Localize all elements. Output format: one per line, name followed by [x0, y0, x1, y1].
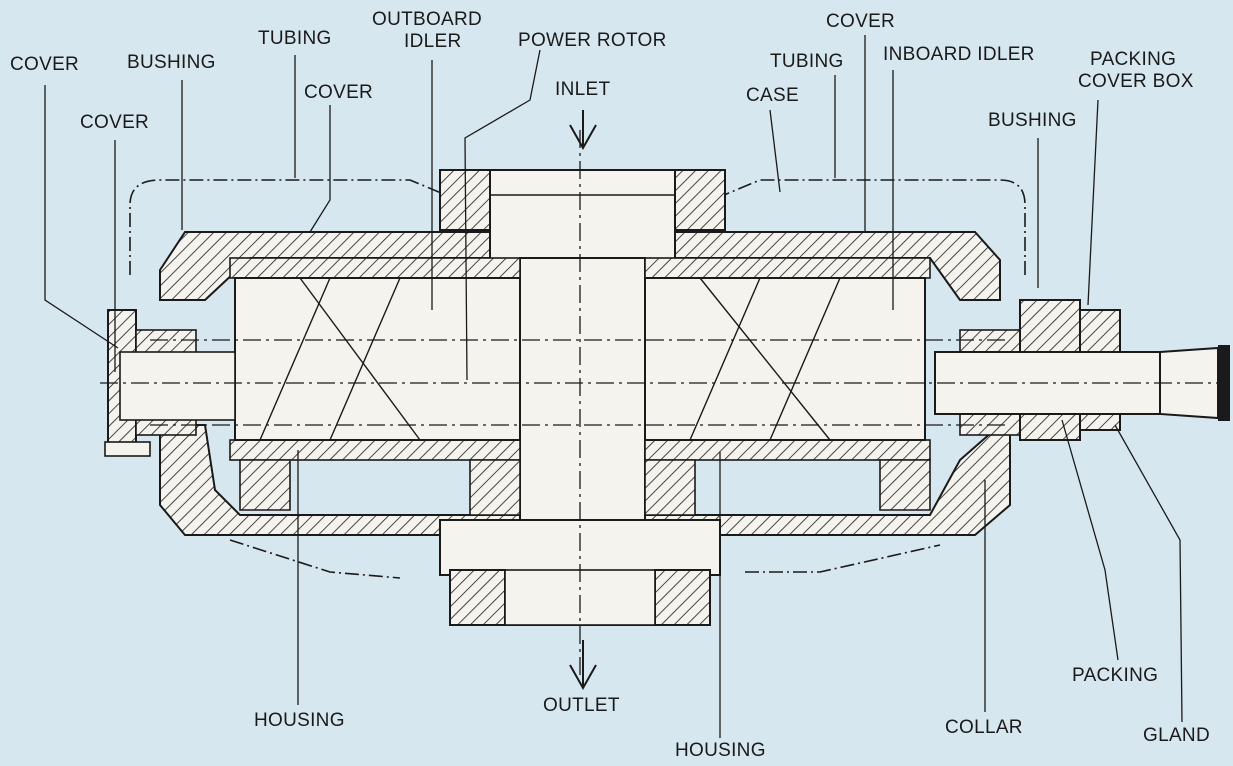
rotor-right — [644, 277, 926, 441]
label-collar: COLLAR — [945, 717, 1023, 738]
center-lines — [100, 130, 1230, 680]
housing-right — [644, 257, 931, 516]
inlet-flange — [439, 169, 726, 266]
center-partition — [519, 257, 646, 521]
label-cover-left-inner: COVER — [80, 112, 150, 133]
label-case: CASE — [746, 85, 799, 106]
label-bushing-left: BUSHING — [127, 52, 216, 73]
label-packing-cover-box-line2: COVER BOX — [1078, 71, 1194, 92]
label-packing-cover-box: PACKING COVER BOX — [1078, 49, 1194, 93]
leader-lines — [44, 35, 1183, 738]
label-cover-left-outer: COVER — [10, 54, 80, 75]
label-housing-right: HOUSING — [675, 740, 766, 761]
outlet-arrow-icon — [569, 640, 597, 691]
label-cover-right-top: COVER — [826, 11, 896, 32]
housing-left — [229, 257, 521, 516]
label-packing-cover-box-line1: PACKING — [1090, 49, 1177, 70]
rotor-left — [234, 277, 521, 441]
label-outboard-idler-line1: OUTBOARD — [372, 9, 483, 30]
label-power-rotor: POWER ROTOR — [518, 30, 667, 51]
label-gland: GLAND — [1143, 725, 1210, 746]
label-outboard-idler-line2: IDLER — [404, 31, 462, 52]
label-packing: PACKING — [1072, 665, 1159, 686]
label-inboard-idler: INBOARD IDLER — [883, 44, 1035, 65]
inlet-arrow-icon — [569, 110, 597, 151]
label-bushing-right: BUSHING — [988, 110, 1077, 131]
label-outlet: OUTLET — [543, 695, 620, 716]
label-tubing-left: TUBING — [258, 28, 332, 49]
label-cover-left-top: COVER — [304, 82, 374, 103]
label-tubing-right: TUBING — [770, 51, 844, 72]
label-inlet: INLET — [555, 79, 611, 100]
label-outboard-idler: OUTBOARD IDLER — [372, 9, 482, 53]
label-housing-left: HOUSING — [254, 710, 345, 731]
